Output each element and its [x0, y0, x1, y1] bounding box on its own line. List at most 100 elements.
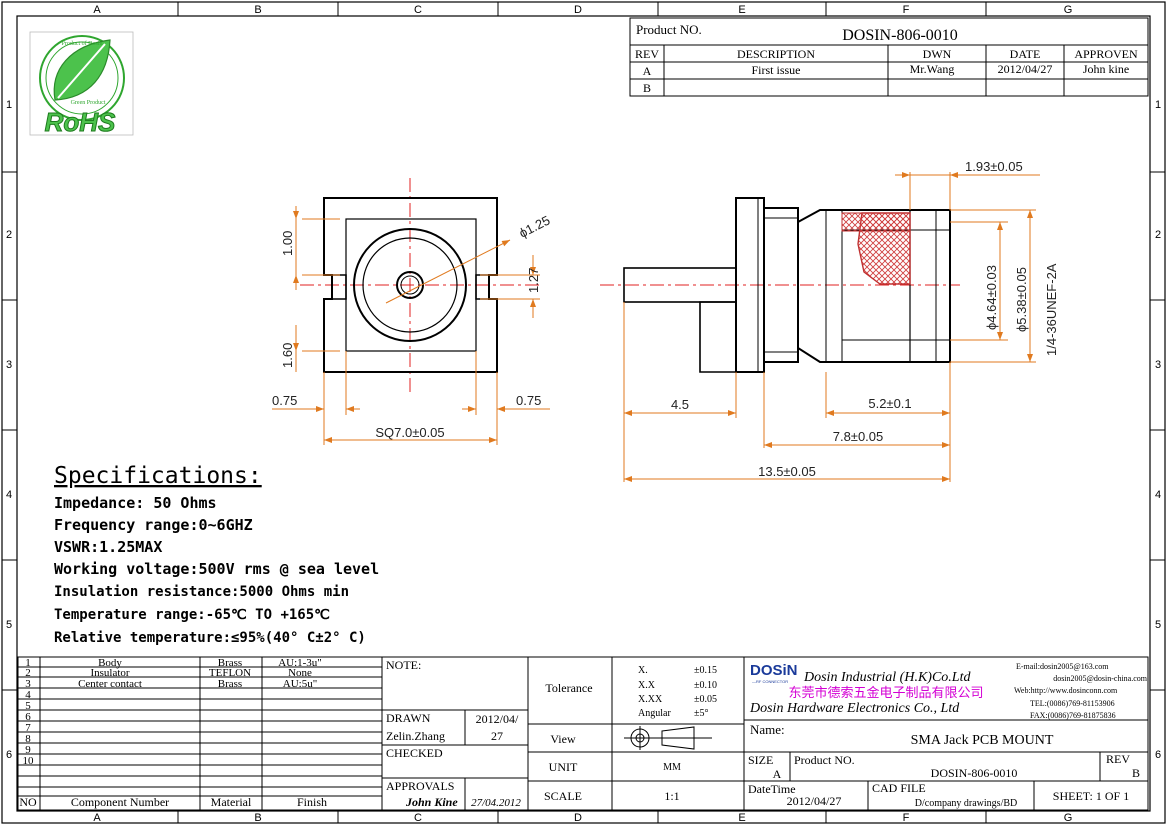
spec-voltage: Working voltage:500V rms @ sea level [54, 560, 379, 578]
bom-no-10: 10 [23, 755, 35, 767]
rev-header-approven: APPROVEN [1074, 47, 1138, 61]
row-label-6-right: 6 [1155, 749, 1161, 761]
bom-finish-3: AU:5u" [283, 678, 317, 690]
col-label-a: A [93, 4, 101, 16]
dim-0-75-right: 0.75 [516, 393, 541, 408]
row-label-4-right: 4 [1155, 489, 1161, 501]
rev-row-a-date: 2012/04/27 [998, 62, 1053, 76]
datetime-value: 2012/04/27 [787, 794, 842, 808]
company-name-en2: Dosin Hardware Electronics Co., Ltd [749, 701, 960, 716]
cadfile-value: D/company drawings/BD [915, 798, 1018, 809]
contact-web: Web:http://www.dosinconn.com [1014, 686, 1118, 695]
approvals-date: 27/04.2012 [471, 797, 521, 809]
drawn-date-b: 27 [491, 729, 503, 743]
contact-fax: FAX:(0086)769-81875836 [1030, 711, 1116, 720]
size-label: SIZE [748, 753, 773, 767]
spec-frequency: Frequency range:0~6GHZ [54, 516, 253, 534]
rohs-ring-bottom: Green Product [71, 100, 106, 106]
tol-xxx-label: X.XX [638, 694, 663, 705]
name-value: SMA Jack PCB MOUNT [911, 733, 1054, 748]
unit-label: UNIT [549, 760, 578, 774]
dim-1-60: 1.60 [280, 343, 295, 368]
grid-column-labels: A B C D E F G A B C D E F G [93, 4, 1072, 824]
bom-no-9: 9 [25, 744, 31, 756]
row-label-3: 3 [6, 359, 12, 371]
grid-rows [2, 171, 1165, 691]
row-label-1-right: 1 [1155, 99, 1161, 111]
rev-value: B [1132, 766, 1140, 780]
revision-block-text: Product NO. DOSIN-806-0010 REV DESCRIPTI… [635, 22, 1138, 95]
col-label-f-bottom: F [903, 812, 910, 824]
bom-no-5: 5 [25, 700, 31, 712]
sheet-label: SHEET: 1 OF 1 [1053, 789, 1129, 803]
rev-row-a-approven: John kine [1083, 62, 1129, 76]
row-label-6: 6 [6, 749, 12, 761]
tol-xxx-value: ±0.05 [694, 694, 717, 705]
bom-no-6: 6 [25, 711, 31, 723]
front-view-dim-text: ϕ1.25 1.00 1.27 1.60 0.75 0.75 SQ7.0±0.0… [272, 213, 552, 440]
brand-logo: DOSiN [750, 662, 798, 679]
rohs-logo: Product of Dosin Green Product RoHS [29, 31, 134, 138]
specifications: Specifications: Impedance: 50 Ohms Frequ… [54, 463, 379, 646]
row-label-3-right: 3 [1155, 359, 1161, 371]
bom-no-1: 1 [25, 657, 31, 669]
col-label-d: D [574, 4, 582, 16]
company-name-en: Dosin Industrial (H.K)Co.Ltd [803, 670, 971, 685]
rev-label: REV [1106, 752, 1130, 766]
cadfile-label: CAD FILE [872, 781, 926, 795]
rev-header-description: DESCRIPTION [737, 47, 815, 61]
spec-insulation: Insulation resistance:5000 Ohms min [54, 584, 349, 600]
bom-component-1: Body [98, 657, 122, 669]
dim-0-75-left: 0.75 [272, 393, 297, 408]
dim-13-5: 13.5±0.05 [758, 464, 816, 479]
note-label: NOTE: [386, 658, 421, 672]
col-label-f: F [903, 4, 910, 16]
dim-sq: SQ7.0±0.05 [375, 425, 444, 440]
row-label-5-right: 5 [1155, 619, 1161, 631]
bom-no-3: 3 [25, 678, 31, 690]
tol-xx-value: ±0.10 [694, 680, 717, 691]
dim-1-00: 1.00 [280, 231, 295, 256]
col-label-c-bottom: C [414, 812, 422, 824]
tol-x-label: X. [638, 665, 648, 676]
spec-relative-temp: Relative temperature:≤95%(40° C±2° C) [54, 630, 366, 646]
dim-4-64: ϕ4.64±0.03 [984, 265, 999, 330]
spec-impedance: Impedance: 50 Ohms [54, 494, 217, 512]
contact-email2: dosin2005@dosin-china.com [1053, 674, 1148, 683]
tol-xx-label: X.X [638, 680, 656, 691]
dim-4-5: 4.5 [671, 397, 689, 412]
approvals-signature: John Kine [405, 795, 458, 809]
size-value: A [773, 767, 782, 781]
bom-component-2: Insulator [90, 667, 129, 679]
unit-value: MM [663, 762, 681, 773]
dim-1-27: 1.27 [526, 268, 541, 293]
product-no-value: DOSIN-806-0010 [931, 766, 1018, 780]
bom-finish-1: AU:1-3u" [278, 657, 322, 669]
projection-symbol-icon [624, 726, 712, 750]
dim-7-8: 7.8±0.05 [833, 429, 884, 444]
company-name-cn: 东莞市德索五金电子制品有限公司 [788, 685, 983, 700]
row-label-2: 2 [6, 229, 12, 241]
row-label-1: 1 [6, 99, 12, 111]
col-label-g-bottom: G [1064, 812, 1073, 824]
bom-header-finish: Finish [297, 795, 327, 809]
product-no-label: Product NO. [794, 753, 855, 767]
view-label: View [550, 732, 576, 746]
bom-material-2: TEFLON [209, 667, 251, 679]
bom-header-component: Component Number [71, 795, 169, 809]
drawn-block: NOTE: DRAWN Zelin.Zhang 2012/04/ 27 CHEC… [386, 658, 521, 809]
brand-tagline: —RF CONNECTOR [752, 679, 788, 684]
rev-product-no: DOSIN-806-0010 [842, 27, 958, 44]
col-label-g: G [1064, 4, 1073, 16]
bom-table: 1 2 3 4 5 6 7 8 9 10 Body Insulator Cent… [19, 657, 327, 809]
company-block: DOSiN —RF CONNECTOR Dosin Industrial (H.… [749, 662, 1148, 720]
row-label-5: 5 [6, 619, 12, 631]
bom-header-material: Material [211, 795, 252, 809]
col-label-c: C [414, 4, 422, 16]
col-label-a-bottom: A [93, 812, 101, 824]
col-label-d-bottom: D [574, 812, 582, 824]
approvals-label: APPROVALS [386, 779, 454, 793]
contact-email: E-mail:dosin2005@163.com [1016, 662, 1109, 671]
